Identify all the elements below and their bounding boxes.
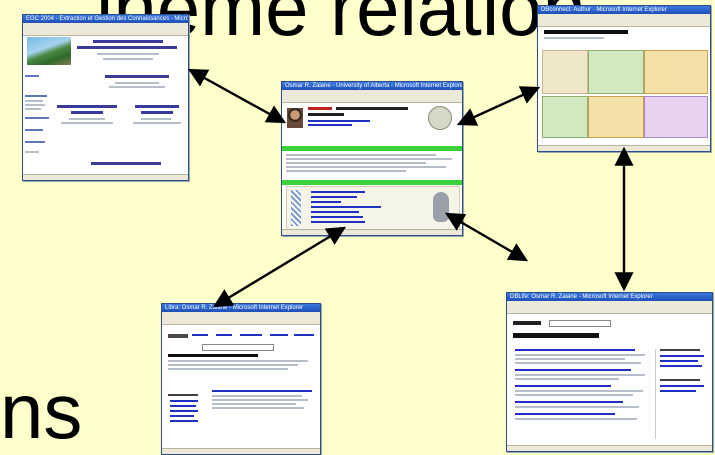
libra-logo	[168, 330, 188, 342]
window-title-bar[interactable]: Osmar R. Zaiane - University of Alberta …	[282, 82, 462, 90]
coauthor-panel	[588, 50, 644, 94]
sidebar	[23, 67, 53, 180]
profile-name	[308, 106, 418, 128]
arrow-libra-homepage	[212, 226, 347, 308]
conference-heading	[73, 39, 183, 63]
author-info-panel	[542, 50, 588, 94]
related-panel	[644, 50, 708, 94]
organizing-chair-block	[129, 105, 185, 135]
invited-speakers-block	[83, 161, 173, 169]
dblife-logo	[513, 319, 543, 327]
conference-browser-window[interactable]: EGC 2004 - Extraction et Gestion des Con…	[22, 14, 189, 181]
arrow-homepage-dbconnect	[456, 86, 541, 126]
dblife-browser-window[interactable]: DBLife: Osmar R. Zaiane - Microsoft Inte…	[506, 292, 713, 452]
arrow-homepage-dblife	[444, 212, 529, 262]
libra-tabs[interactable]	[192, 332, 316, 340]
arrow-conference-homepage	[187, 68, 287, 124]
program-chair-block	[55, 105, 121, 135]
status-bar	[282, 229, 462, 235]
author-header	[168, 354, 314, 380]
dna-image	[291, 190, 301, 226]
search-box[interactable]	[202, 344, 274, 351]
window-title-bar[interactable]: Libra: Osmar R. Zaiane - Microsoft Inter…	[162, 304, 320, 312]
browser-toolbar[interactable]	[23, 23, 188, 36]
dblife-side-column	[655, 349, 708, 439]
menu-header-band	[282, 180, 462, 185]
homepage-browser-window[interactable]: Osmar R. Zaiane - University of Alberta …	[281, 81, 463, 236]
status-bar	[507, 445, 712, 451]
bottom-left-panel	[542, 96, 588, 138]
banner-image	[27, 37, 71, 65]
browser-toolbar[interactable]	[282, 90, 462, 103]
browser-toolbar[interactable]	[162, 312, 320, 325]
contact-band	[282, 146, 462, 151]
browser-toolbar[interactable]	[507, 301, 712, 314]
news-lines	[286, 154, 458, 178]
slide-side-fragment: ns	[0, 367, 83, 455]
window-title-bar[interactable]: EGC 2004 - Extraction et Gestion des Con…	[23, 15, 188, 23]
paper-list	[212, 390, 316, 444]
dbconnect-heading	[544, 30, 664, 44]
browser-toolbar[interactable]	[538, 14, 710, 27]
bottom-mid-panel	[588, 96, 644, 138]
bottom-right-panel	[644, 96, 708, 138]
window-title-bar[interactable]: DBLife: Osmar R. Zaiane - Microsoft Inte…	[507, 293, 712, 301]
dblife-name-header	[513, 331, 633, 341]
status-bar	[162, 448, 320, 454]
libra-browser-window[interactable]: Libra: Osmar R. Zaiane - Microsoft Inter…	[161, 303, 321, 455]
honor-president-block	[97, 75, 177, 99]
top-coauthors-list	[168, 394, 204, 444]
dblife-search-box[interactable]	[549, 320, 611, 327]
window-title-bar[interactable]: DBconnect: Author - Microsoft Internet E…	[538, 6, 710, 14]
university-logo-icon	[428, 106, 452, 130]
status-bar	[23, 174, 188, 180]
dblife-main-column	[515, 349, 649, 439]
dbconnect-browser-window[interactable]: DBconnect: Author - Microsoft Internet E…	[537, 5, 711, 152]
profile-photo	[287, 108, 303, 128]
